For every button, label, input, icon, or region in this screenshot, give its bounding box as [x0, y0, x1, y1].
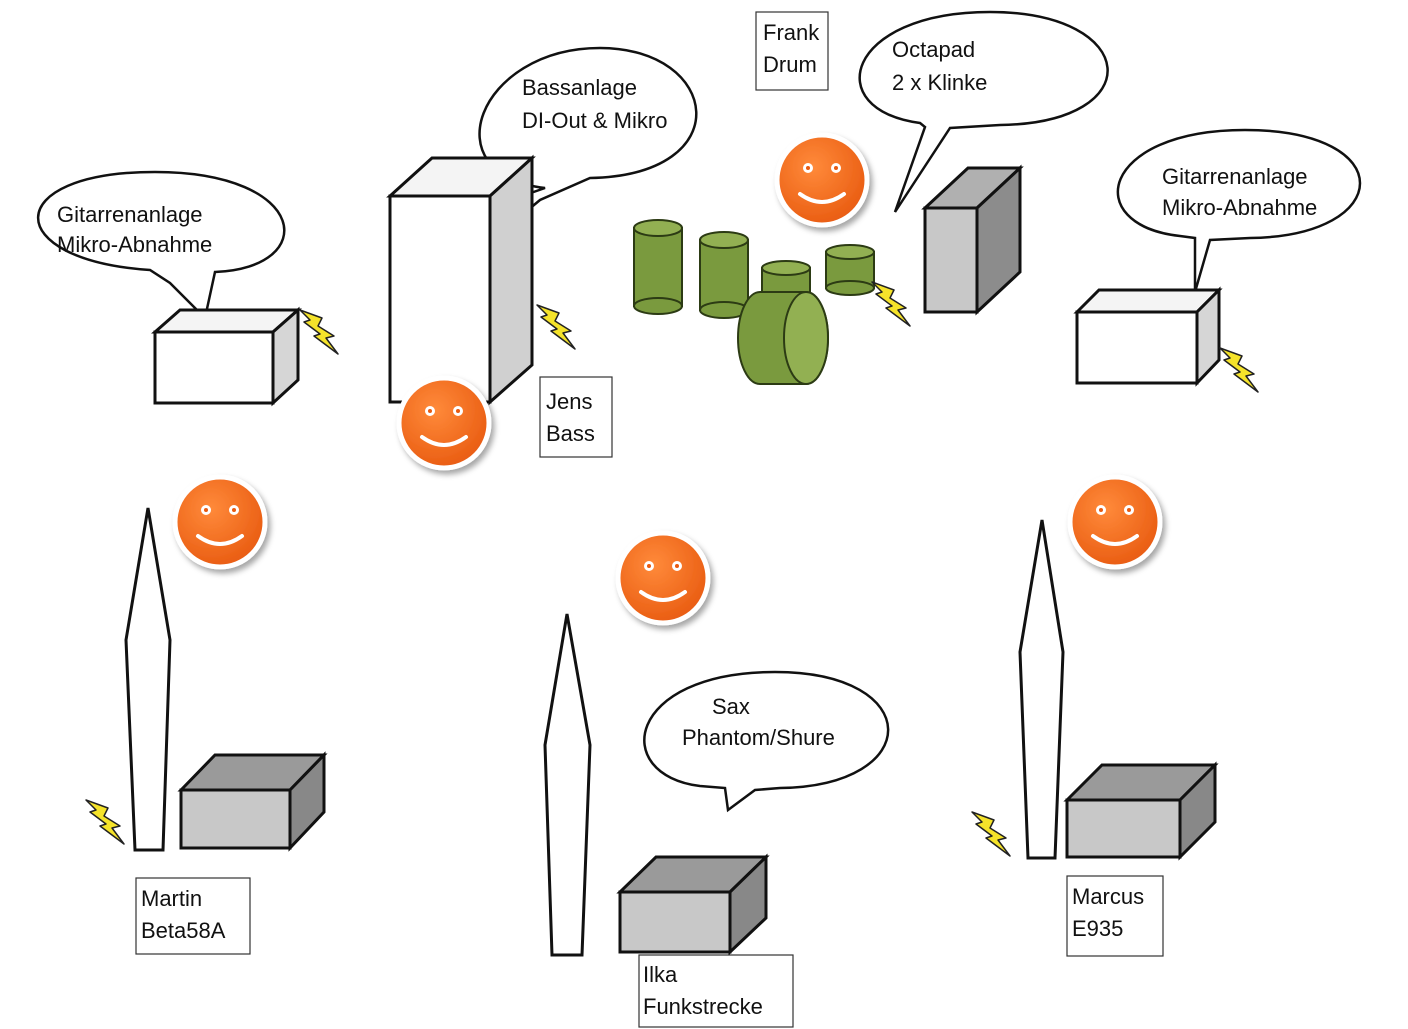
- octapad-bubble-line-2: 2 x Klinke: [892, 70, 987, 95]
- guitar-right-bubble-line-2: Mikro-Abnahme: [1162, 195, 1317, 220]
- bass-drum: [737, 291, 829, 385]
- bolt-icon: [971, 811, 1011, 857]
- sax-bubble: Sax Phantom/Shure: [643, 670, 890, 813]
- guitar-amp-right: [1073, 286, 1223, 387]
- monitor-wedge-right: [1063, 761, 1219, 861]
- bass-rig-bubble: Bassanlage DI-Out & Mikro: [478, 46, 698, 226]
- ilka-label-name: Ilka: [643, 962, 678, 987]
- guitar-right-bubble-line-1: Gitarrenanlage: [1162, 164, 1308, 189]
- smiley-icon: [175, 477, 265, 567]
- bass-label-role: Bass: [546, 421, 595, 446]
- tom-drum-2: [699, 231, 749, 319]
- drum-label-name: Frank: [763, 20, 820, 45]
- guitar-left-bubble: Gitarrenanlage Mikro-Abnahme: [36, 170, 286, 321]
- martin-label: Martin Beta58A: [135, 877, 251, 955]
- smiley-icon: [618, 533, 708, 623]
- smiley-icon: [777, 135, 867, 225]
- octapad-bubble-line-1: Octapad: [892, 37, 975, 62]
- bolt-icon: [871, 281, 911, 327]
- marcus-label: Marcus E935: [1066, 875, 1164, 957]
- guitar-amp-left: [151, 306, 302, 407]
- bass-label-name: Jens: [546, 389, 592, 414]
- bass-bubble-line-1: Bassanlage: [522, 75, 637, 100]
- martin-label-name: Martin: [141, 886, 202, 911]
- octapad-bubble: Octapad 2 x Klinke: [858, 10, 1109, 213]
- ilka-label: Ilka Funkstrecke: [638, 954, 794, 1028]
- tom-drum-1: [633, 219, 683, 315]
- mic-stand-icon: [543, 613, 592, 957]
- marcus-label-mic: E935: [1072, 916, 1123, 941]
- drum-kit: [633, 219, 875, 385]
- bolt-icon: [85, 799, 125, 845]
- ilka-label-mic: Funkstrecke: [643, 994, 763, 1019]
- marcus-label-name: Marcus: [1072, 884, 1144, 909]
- guitar-right-bubble: Gitarrenanlage Mikro-Abnahme: [1116, 128, 1361, 293]
- floor-tom: [825, 244, 875, 296]
- octapad-box: [921, 164, 1024, 316]
- mic-stand-icon: [124, 507, 172, 852]
- drum-label-role: Drum: [763, 52, 817, 77]
- monitor-wedge-left: [177, 751, 328, 852]
- bolt-icon: [1219, 347, 1259, 393]
- monitor-wedge-center: [616, 853, 770, 956]
- sax-bubble-line-2: Phantom/Shure: [682, 725, 835, 750]
- bass-bubble-line-2: DI-Out & Mikro: [522, 108, 667, 133]
- guitar-left-bubble-line-2: Mikro-Abnahme: [57, 232, 212, 257]
- smiley-icon: [399, 378, 489, 468]
- bolt-icon: [536, 304, 576, 350]
- smiley-icon: [1070, 477, 1160, 567]
- bass-label: Jens Bass: [539, 376, 613, 458]
- sax-bubble-line-1: Sax: [712, 694, 750, 719]
- bass-cabinet: [386, 154, 536, 406]
- bolt-icon: [299, 309, 339, 355]
- mic-stand-icon: [1018, 519, 1065, 860]
- guitar-left-bubble-line-1: Gitarrenanlage: [57, 202, 203, 227]
- martin-label-mic: Beta58A: [141, 918, 226, 943]
- drum-label: Frank Drum: [755, 11, 829, 91]
